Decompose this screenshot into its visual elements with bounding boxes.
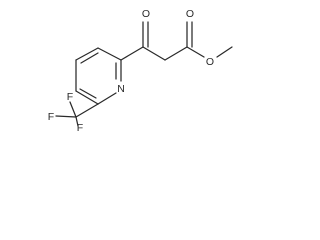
bond-lines [55,21,233,127]
fluorine-bottom-label: F [77,122,83,133]
ester-carbonyl-oxygen-label: O [186,8,194,20]
bond-c6-cf3 [75,103,99,118]
bond-ch2-ester-c [164,46,188,61]
ring-double-bond-c4-c3 [80,52,99,64]
ring-bond-c6-c5 [75,90,99,105]
bond-o-methyl [216,46,233,58]
fluorine-left-label: F [48,111,54,123]
bond-cf3-f-left [55,115,77,118]
bond-cf3-f-top [69,101,77,118]
chemical-structure: O O O N F F F [48,8,233,133]
ring-bond-c4-c3 [75,47,99,61]
fluorine-top-label: F [67,91,73,103]
bond-ester-c-o-single [186,46,205,58]
ring-double-bond-c6-c5 [79,88,97,99]
ketone-oxygen-label: O [142,8,150,20]
bond-c3-carbonyl [120,46,144,61]
ring-bond-n1-c6 [97,92,117,105]
bond-cf3-f-bottom [75,116,79,127]
bond-carbonyl-ch2 [142,46,166,61]
pyridine-nitrogen-label: N [117,83,125,95]
ring-bond-c3-c2 [97,47,122,61]
atom-labels: O O O N F F F [48,8,214,133]
ester-ether-oxygen-label: O [206,56,214,68]
